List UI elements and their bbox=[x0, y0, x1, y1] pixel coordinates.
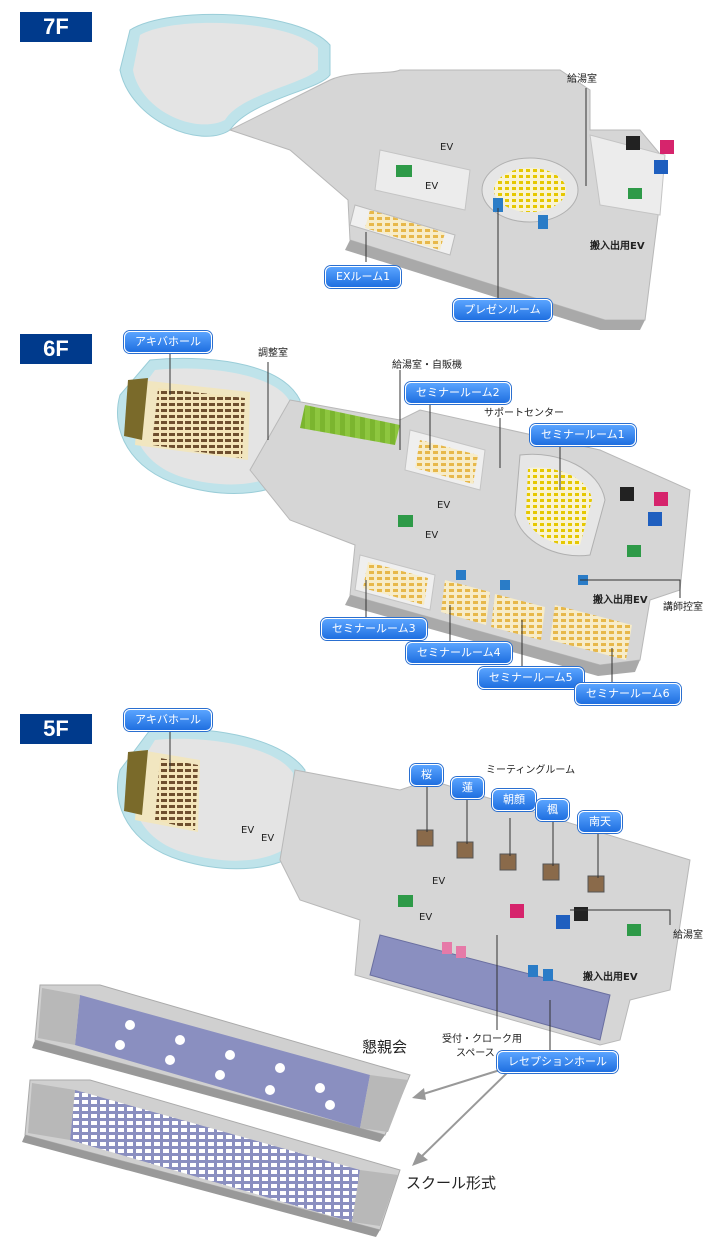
room-asagao-5f[interactable]: 朝顔 bbox=[492, 789, 536, 811]
label-ev1-6f: EV bbox=[437, 500, 451, 511]
room-s1-6f[interactable]: セミナールーム1 bbox=[530, 424, 636, 446]
label-koushi-6f: 講師控室 bbox=[663, 602, 703, 613]
room-reception-5f[interactable]: レセプションホール bbox=[497, 1051, 618, 1073]
label-ev4-5f: EV bbox=[419, 912, 433, 923]
room-s2-6f[interactable]: セミナールーム2 bbox=[405, 382, 511, 404]
room-s6-6f[interactable]: セミナールーム6 bbox=[575, 683, 681, 705]
room-kaede-5f[interactable]: 楓 bbox=[536, 799, 569, 821]
room-s4-6f[interactable]: セミナールーム4 bbox=[406, 642, 512, 664]
label-ev2-7f: EV bbox=[425, 181, 439, 192]
room-akiba-6f[interactable]: アキバホール bbox=[124, 331, 212, 353]
label-hannyu-7f: 搬入出用EV bbox=[590, 241, 645, 252]
label-support-6f: サポートセンター bbox=[484, 408, 564, 419]
arrow-school bbox=[419, 1069, 511, 1159]
floor-7f-plan bbox=[119, 13, 674, 330]
room-nanten-5f[interactable]: 南天 bbox=[578, 811, 622, 833]
layout-konshinkai-label: 懇親会 bbox=[362, 1038, 408, 1056]
layout-konshinkai-plan bbox=[32, 984, 411, 1142]
label-ev2-5f: EV bbox=[261, 833, 275, 844]
label-kyuto-7f: 給湯室 bbox=[567, 74, 597, 85]
layout-school-label: スクール形式 bbox=[406, 1174, 497, 1192]
floor-badge-7f: 7F bbox=[20, 12, 92, 42]
label-hannyu-6f: 搬入出用EV bbox=[593, 595, 648, 606]
layout-school-plan bbox=[22, 1079, 401, 1237]
label-kyuto-5f: 給湯室 bbox=[673, 930, 703, 941]
floor-5f-plan bbox=[117, 726, 691, 1052]
label-meeting-5f: ミーティングルーム bbox=[486, 765, 576, 776]
label-ev1-5f: EV bbox=[241, 825, 255, 836]
label-ev3-5f: EV bbox=[432, 876, 446, 887]
label-uketsuke1-5f: 受付・クローク用 bbox=[442, 1034, 522, 1045]
floor-badge-6f: 6F bbox=[20, 334, 92, 364]
floor-badge-5f: 5F bbox=[20, 714, 92, 744]
label-hannyu-5f: 搬入出用EV bbox=[583, 972, 638, 983]
room-sakura-5f[interactable]: 桜 bbox=[410, 764, 443, 786]
label-uketsuke2-5f: スペース bbox=[456, 1048, 495, 1059]
label-ev2-6f: EV bbox=[425, 530, 439, 541]
room-ex1-7f[interactable]: EXルーム1 bbox=[325, 266, 402, 288]
room-akiba-5f[interactable]: アキバホール bbox=[124, 709, 212, 731]
label-chosei-6f: 調整室 bbox=[258, 348, 288, 359]
arrow-konshinkai bbox=[419, 1069, 501, 1096]
label-kyuto-jihanki-6f: 給湯室・自販機 bbox=[392, 360, 462, 371]
room-ren-5f[interactable]: 蓮 bbox=[451, 777, 484, 799]
room-presen-7f[interactable]: プレゼンルーム bbox=[453, 299, 552, 321]
room-s3-6f[interactable]: セミナールーム3 bbox=[321, 618, 427, 640]
label-ev1-7f: EV bbox=[440, 142, 454, 153]
room-s5-6f[interactable]: セミナールーム5 bbox=[478, 667, 584, 689]
floor-6f-plan bbox=[117, 350, 691, 684]
